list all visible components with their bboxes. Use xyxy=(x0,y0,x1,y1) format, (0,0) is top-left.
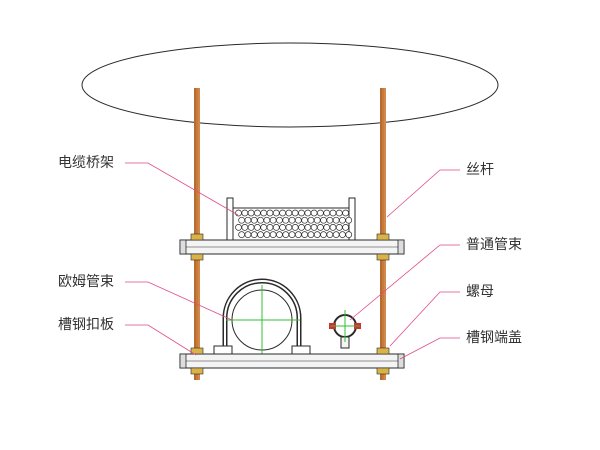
cable-section xyxy=(339,231,346,238)
cable-section xyxy=(301,231,308,238)
cable-section xyxy=(266,209,274,217)
leader-channel-end-cap xyxy=(399,337,460,360)
cable-section xyxy=(304,209,312,217)
cable-section xyxy=(266,224,274,231)
cable-section xyxy=(279,209,286,217)
cable-section xyxy=(282,231,290,238)
cable-section xyxy=(279,224,286,231)
cable-section xyxy=(250,231,258,238)
cable-section xyxy=(282,216,290,224)
cable-section xyxy=(320,231,327,238)
cable-section xyxy=(291,209,299,217)
cable-section xyxy=(244,216,252,224)
cable-section xyxy=(254,209,261,217)
cable-section xyxy=(269,231,277,238)
cable-section xyxy=(342,224,349,231)
cable-section xyxy=(313,231,321,238)
cable-section xyxy=(295,216,302,224)
leader-nut xyxy=(389,291,460,347)
cable-section xyxy=(335,224,343,231)
cable-section xyxy=(307,216,315,224)
cable-section xyxy=(304,224,312,231)
leader-lines xyxy=(125,162,460,360)
cable-section xyxy=(269,216,277,224)
cable-section xyxy=(272,224,280,231)
cable-section xyxy=(247,209,255,217)
leader-cable-tray xyxy=(125,162,239,216)
leader-pipe-clamp xyxy=(349,244,460,321)
omega-clamp xyxy=(213,278,311,358)
cable-section xyxy=(241,209,249,217)
ceiling-outline xyxy=(81,42,499,128)
label-channel-clip: 槽钢扣板 xyxy=(58,317,114,333)
label-cable-tray: 电缆桥架 xyxy=(58,155,114,171)
cable-section xyxy=(288,231,296,238)
cable-section xyxy=(276,231,283,238)
cable-section xyxy=(257,216,264,224)
cable-section xyxy=(235,209,242,217)
cable-section xyxy=(332,216,340,224)
cable-section xyxy=(285,224,293,231)
cable-section xyxy=(342,209,349,217)
cable-section xyxy=(272,209,280,217)
label-threaded-rod: 丝杆 xyxy=(466,162,494,178)
cable-section xyxy=(263,216,271,224)
cable-section xyxy=(326,216,334,224)
cable-section xyxy=(238,216,245,224)
cable-section xyxy=(260,224,268,231)
cable-section xyxy=(295,231,302,238)
cable-section xyxy=(310,224,318,231)
cable-tray xyxy=(226,197,356,241)
cable-section xyxy=(313,216,321,224)
label-omega-clamp: 欧姆管束 xyxy=(58,274,114,290)
cable-section xyxy=(317,224,324,231)
cable-section xyxy=(260,209,268,217)
cable-section xyxy=(320,216,327,224)
cable-section xyxy=(345,216,353,224)
cable-section xyxy=(298,224,305,231)
cable-section xyxy=(339,216,346,224)
cable-section xyxy=(235,224,242,231)
cable-bundle xyxy=(235,209,353,238)
cable-section xyxy=(335,209,343,217)
label-nut: 螺母 xyxy=(466,284,494,300)
label-pipe-clamp: 普通管束 xyxy=(466,237,522,253)
leader-omega-clamp xyxy=(125,281,233,321)
cable-section xyxy=(345,231,353,238)
cable-section xyxy=(317,209,324,217)
cable-section xyxy=(285,209,293,217)
cable-section xyxy=(329,224,337,231)
cable-section xyxy=(310,209,318,217)
cable-section xyxy=(276,216,283,224)
cable-section xyxy=(238,231,245,238)
cable-section xyxy=(254,224,261,231)
cable-section xyxy=(244,231,252,238)
cable-section xyxy=(291,224,299,231)
label-channel-end-cap: 槽钢端盖 xyxy=(466,330,522,346)
cable-section xyxy=(326,231,334,238)
cable-section xyxy=(241,224,249,231)
leader-threaded-rod xyxy=(386,169,460,218)
cable-section xyxy=(332,231,340,238)
cable-section xyxy=(323,224,331,231)
cable-section xyxy=(298,209,305,217)
upper-channel-beam xyxy=(179,233,405,261)
cable-section xyxy=(301,216,308,224)
cable-section xyxy=(263,231,271,238)
cable-section xyxy=(323,209,331,217)
cable-section xyxy=(329,209,337,217)
cable-section xyxy=(257,231,264,238)
lower-channel-beam xyxy=(179,347,405,375)
leader-channel-clip xyxy=(125,324,197,356)
pipe-clamp xyxy=(329,310,361,349)
cable-section xyxy=(307,231,315,238)
cable-section xyxy=(250,216,258,224)
cable-section xyxy=(247,224,255,231)
cable-section xyxy=(288,216,296,224)
